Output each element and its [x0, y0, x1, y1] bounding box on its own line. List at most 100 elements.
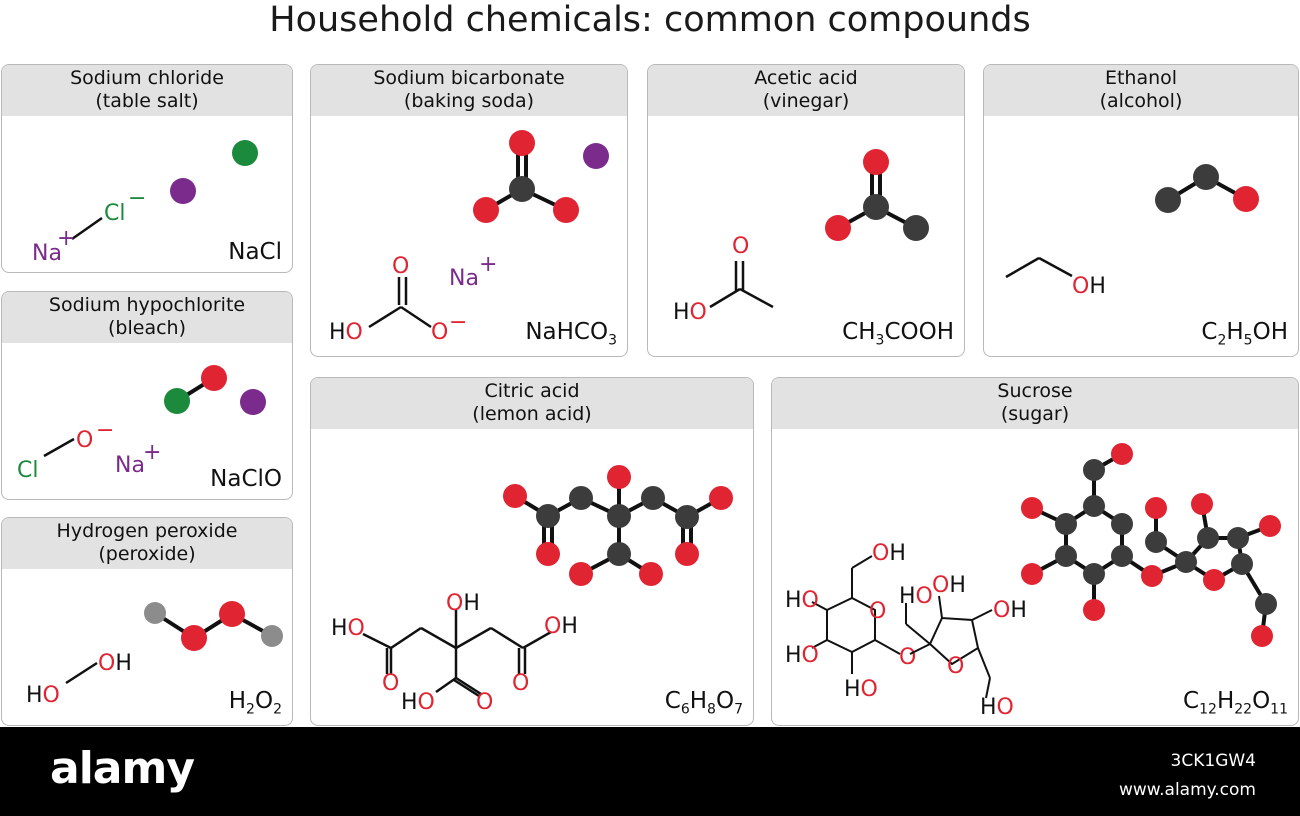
oxygen-atom [219, 601, 245, 627]
ho-label: HO [329, 320, 363, 345]
page-title: Household chemicals: common compounds [269, 0, 1031, 40]
o-label: O [76, 428, 93, 453]
compound-common-name: (table salt) [95, 90, 199, 112]
card-header: Sodium hypochlorite (bleach) [2, 292, 292, 343]
card-header: Acetic acid (vinegar) [648, 65, 964, 116]
cl-label: Cl [104, 201, 125, 226]
oh-label: OH [993, 598, 1027, 623]
card-sodium-bicarbonate: Sodium bicarbonate (baking soda) O HO O … [310, 64, 628, 357]
na-charge: + [57, 226, 75, 251]
svg-text:O: O [476, 690, 493, 715]
card-header: Hydrogen peroxide (peroxide) [2, 518, 292, 569]
compound-name: Sodium chloride [70, 67, 224, 89]
svg-text:O: O [382, 671, 399, 696]
na-label: Na [32, 241, 62, 266]
card-header: Sodium chloride (table salt) [2, 65, 292, 116]
structure-diagram: O HO O − Na + [329, 130, 609, 345]
card-citric-acid: Citric acid (lemon acid) HO O OH OH O HO… [310, 377, 754, 726]
structure-diagram: HO O OH OH O HO O [331, 465, 733, 715]
oh-label: OH [98, 651, 132, 676]
card-ethanol: Ethanol (alcohol) OH C2H5OH [983, 64, 1299, 357]
o-label: O [947, 654, 964, 679]
ho-label: HO [899, 584, 933, 609]
sodium-atom [240, 389, 266, 415]
ho-label: HO [785, 588, 819, 613]
carbon-atom [1155, 187, 1181, 213]
ho-label: HO [401, 690, 435, 715]
oxygen-atom [863, 149, 889, 175]
oxygen-atom [509, 130, 535, 156]
hydrogen-atom [144, 602, 166, 624]
structure-diagram: Na + Cl − [32, 140, 258, 266]
o-label: O [869, 599, 886, 624]
alamy-logo: alamy [50, 743, 195, 794]
watermark-footer [0, 727, 1300, 816]
compound-name: Sodium hypochlorite [48, 294, 246, 316]
ho-label: HO [980, 695, 1014, 720]
oh-label: OH [544, 614, 578, 639]
chemical-formula: NaHCO3 [525, 319, 617, 349]
compound-name: Hydrogen peroxide [56, 520, 238, 542]
carbon-atom [903, 215, 929, 241]
hydrogen-atom [261, 625, 283, 647]
cl-label: Cl [17, 458, 38, 483]
compound-common-name: (vinegar) [762, 90, 850, 112]
ho-label: HO [673, 300, 707, 325]
chlorine-atom [164, 388, 190, 414]
oh-label: OH [932, 573, 966, 598]
structure-diagram: O HO [673, 149, 929, 325]
oh-label: OH [1072, 274, 1106, 299]
o-label: O [732, 234, 749, 259]
compound-common-name: (baking soda) [403, 90, 535, 112]
o-label: O [899, 645, 916, 670]
compound-common-name: (alcohol) [1099, 90, 1183, 112]
oxygen-atom [473, 197, 499, 223]
card-acetic-acid: Acetic acid (vinegar) O HO CH3COOH [647, 64, 965, 357]
svg-text:O: O [512, 671, 529, 696]
compound-name: Sucrose [997, 380, 1073, 402]
structure-diagram: OH HO HO HO O O HO OH OH O HO [785, 443, 1281, 720]
compound-common-name: (sugar) [1000, 403, 1070, 425]
chemical-formula: NaCl [228, 239, 282, 265]
ho-label: HO [331, 616, 365, 641]
oxygen-atom [825, 215, 851, 241]
o-minus-label: O [431, 320, 448, 345]
compound-name: Ethanol [1104, 67, 1178, 89]
oh-label: OH [872, 541, 906, 566]
structure-diagram: Cl O − Na + [17, 365, 266, 483]
chemical-formula: C6H8O7 [664, 688, 743, 718]
cl-charge: − [128, 186, 146, 211]
chemical-formula: H2O2 [228, 688, 282, 718]
compound-name: Acetic acid [754, 67, 858, 89]
chemical-formula: NaClO [210, 466, 282, 492]
compound-common-name: (bleach) [108, 317, 186, 339]
ho-label: HO [26, 683, 60, 708]
structure-diagram: HO OH [26, 601, 283, 708]
compound-common-name: (lemon acid) [472, 403, 592, 425]
compound-name: Sodium bicarbonate [373, 67, 565, 89]
na-label: Na [115, 453, 145, 478]
chemical-formula: C12H22O11 [1183, 688, 1288, 718]
oxygen-atom [1233, 186, 1259, 212]
chlorine-atom [232, 140, 258, 166]
o-label: O [392, 254, 409, 279]
oxygen-atom [181, 625, 207, 651]
sodium-atom [170, 178, 196, 204]
card-sodium-hypochlorite: Sodium hypochlorite (bleach) Cl O − Na +… [1, 291, 293, 500]
card-header: Citric acid (lemon acid) [311, 378, 753, 429]
oh-label: OH [446, 591, 480, 616]
card-sodium-chloride: Sodium chloride (table salt) Na + Cl − N… [1, 64, 293, 273]
structure-diagram: OH [1005, 164, 1259, 299]
oxygen-atom [553, 197, 579, 223]
plus-label: + [479, 252, 497, 277]
compound-name: Citric acid [484, 380, 580, 402]
compound-common-name: (peroxide) [98, 543, 196, 565]
o-charge: − [96, 418, 114, 443]
minus-label: − [449, 310, 467, 335]
chemical-formula: C2H5OH [1201, 319, 1288, 349]
carbon-atom [509, 176, 535, 202]
sodium-atom [583, 143, 609, 169]
site-url[interactable]: www.alamy.com [1118, 780, 1256, 800]
oxygen-atom [201, 365, 227, 391]
card-hydrogen-peroxide: Hydrogen peroxide (peroxide) HO OH H2O2 [1, 517, 293, 726]
